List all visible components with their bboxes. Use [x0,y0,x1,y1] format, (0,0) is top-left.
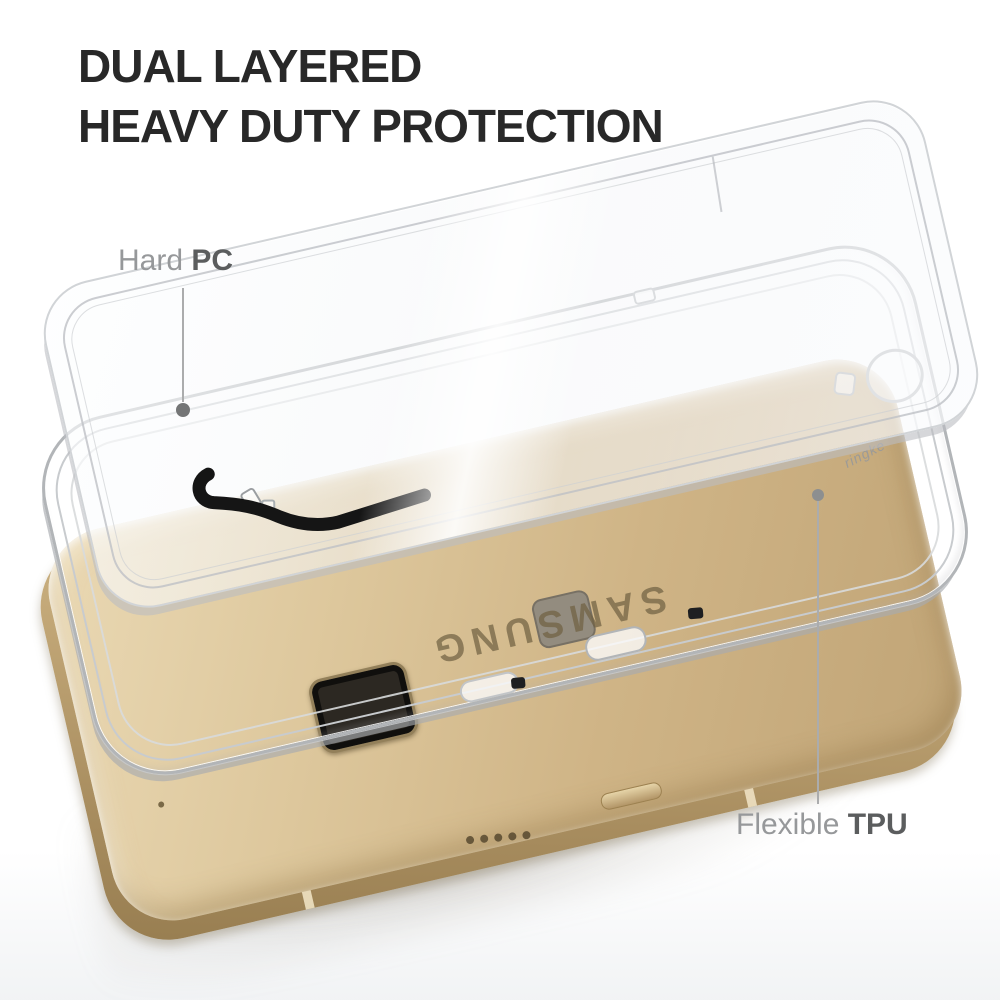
sim-pin-hole [157,800,165,809]
callout-flexible-tpu: Flexible TPU [736,808,908,842]
callout-flexible-tpu-bold: TPU [847,808,908,841]
power-button [599,780,664,812]
case-clip [510,676,526,690]
leader-line-hard-pc [182,288,184,402]
speaker-hole [521,830,532,840]
hard-pc-plate [33,89,989,619]
speaker-hole [507,831,518,842]
leader-dot-flexible-tpu [812,489,824,501]
leader-line-flexible-tpu [817,501,819,804]
case-clip [687,607,704,620]
headline: DUAL LAYERED HEAVY DUTY PROTECTION [78,36,664,156]
speaker-hole [493,832,504,843]
speaker-hole [465,835,475,845]
camera-cutout-outline [192,467,432,532]
headline-line1: DUAL LAYERED [78,40,422,92]
callout-hard-pc-bold: PC [191,244,234,277]
leader-dot-hard-pc [176,403,190,417]
callout-hard-pc-light: Hard [118,244,184,277]
callout-hard-pc: Hard PC [118,244,233,278]
speaker-hole [479,833,489,844]
callout-flexible-tpu-light: Flexible [736,808,840,841]
headline-line2: HEAVY DUTY PROTECTION [78,100,664,152]
